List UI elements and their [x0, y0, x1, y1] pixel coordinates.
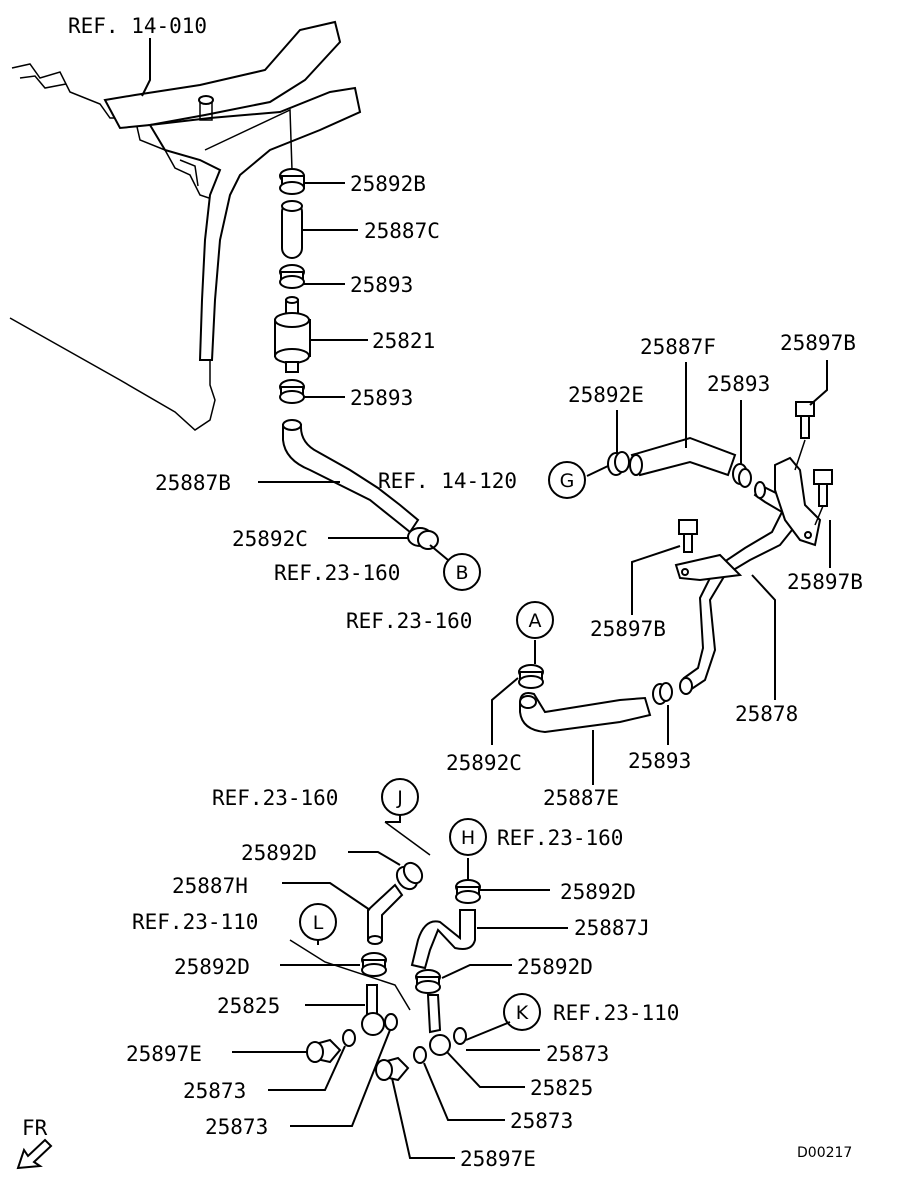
connector-j: J: [381, 778, 419, 816]
label-25897B-b: 25897B: [787, 570, 863, 594]
label-25873-d: 25873: [510, 1109, 573, 1133]
part-labels: REF. 14-010 25892B 25887C 25893 25821 25…: [68, 14, 863, 1171]
label-25873-c: 25873: [205, 1115, 268, 1139]
label-25887F: 25887F: [640, 335, 716, 359]
middle-hose-assembly: [518, 664, 673, 734]
canister-25821-drawing: [274, 296, 311, 373]
clamp-25892B-drawing: [279, 168, 305, 195]
bolt-25897B-a-drawing: [795, 401, 815, 439]
upper-radiator-hoses: [103, 20, 362, 361]
filter-hose-stack: [204, 108, 439, 550]
label-ref-23-110-k: REF.23-110: [553, 1001, 679, 1025]
label-25897E-a: 25897E: [126, 1042, 202, 1066]
label-25892D-b: 25892D: [560, 880, 636, 904]
diagram-id: D00217: [797, 1145, 852, 1161]
label-25892C-b: 25892C: [446, 751, 522, 775]
label-25892D-c: 25892D: [174, 955, 250, 979]
label-25825-a: 25825: [217, 994, 280, 1018]
connector-g-label: G: [560, 470, 575, 492]
hose-25887B-drawing: [282, 419, 420, 534]
label-25873-b: 25873: [183, 1079, 246, 1103]
connector-a-label: A: [529, 610, 542, 632]
label-25892C-a: 25892C: [232, 527, 308, 551]
radiator-outline: [9, 63, 216, 431]
label-25893-c: 25893: [707, 372, 770, 396]
bolt-25897B-b-drawing: [813, 469, 833, 507]
label-25887C: 25887C: [364, 219, 440, 243]
clamp-25893-b-drawing: [279, 379, 305, 404]
connector-k-label: K: [516, 1002, 529, 1024]
label-25892B: 25892B: [350, 172, 426, 196]
label-ref-23-110-l: REF.23-110: [132, 910, 258, 934]
label-25892D-d: 25892D: [517, 955, 593, 979]
label-ref-14-010: REF. 14-010: [68, 14, 207, 38]
label-25893-b: 25893: [350, 386, 413, 410]
leader-lines: [141, 38, 831, 1159]
bolt-25897E-b-drawing: [375, 1056, 410, 1082]
connector-h-label: H: [461, 827, 475, 849]
label-25887B: 25887B: [155, 471, 231, 495]
connector-b: B: [443, 553, 481, 591]
label-25878: 25878: [735, 702, 798, 726]
right-pipe-assembly: [607, 401, 833, 695]
connector-markers: G B A J H L K: [299, 461, 586, 1031]
connector-l-label: L: [313, 912, 324, 934]
label-25897B-a: 25897B: [780, 331, 856, 355]
direction-label: FR: [22, 1116, 48, 1140]
label-ref-23-160-j: REF.23-160: [212, 786, 338, 810]
label-25892D-a: 25892D: [241, 841, 317, 865]
label-25887H: 25887H: [172, 874, 248, 898]
label-25873-a: 25873: [546, 1042, 609, 1066]
clamp-25892C-a-drawing: [407, 527, 439, 550]
connector-a: A: [516, 601, 554, 639]
clamp-25893-a-drawing: [279, 264, 305, 289]
label-25897E-b: 25897E: [460, 1147, 536, 1171]
label-ref-14-120: REF. 14-120: [378, 469, 517, 493]
label-ref-23-160-a: REF.23-160: [346, 609, 472, 633]
hose-25887C-drawing: [281, 200, 303, 259]
label-25887E: 25887E: [543, 786, 619, 810]
connector-h: H: [449, 818, 487, 856]
label-ref-23-160-b: REF.23-160: [274, 561, 400, 585]
label-25887J: 25887J: [574, 916, 650, 940]
label-25893-a: 25893: [350, 273, 413, 297]
bolt-25897B-c-drawing: [678, 519, 698, 553]
label-25821: 25821: [372, 329, 435, 353]
connector-g: G: [548, 461, 586, 499]
label-ref-23-160-h: REF.23-160: [497, 826, 623, 850]
front-direction-arrow: FR: [16, 1116, 53, 1170]
label-25825-b: 25825: [530, 1076, 593, 1100]
connector-k: K: [503, 993, 541, 1031]
label-25892E: 25892E: [568, 383, 644, 407]
connector-b-label: B: [455, 562, 468, 584]
connector-l: L: [299, 903, 337, 941]
bolt-25897E-a-drawing: [306, 1038, 342, 1064]
bottom-hose-assembly: [289, 821, 481, 1082]
label-25893-d: 25893: [628, 749, 691, 773]
label-25897B-c: 25897B: [590, 617, 666, 641]
connector-j-label: J: [396, 787, 403, 809]
